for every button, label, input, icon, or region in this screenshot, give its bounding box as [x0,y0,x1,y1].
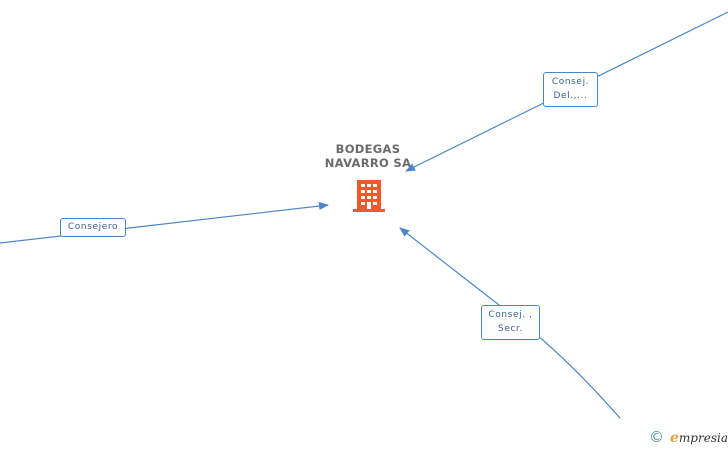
company-name-line2: NAVARRO SA [324,156,412,170]
role-box-3-line1: Consej. , [488,310,533,320]
role-box-3-line2: Secr. [498,324,523,334]
role-box-1-line2: Del.,... [553,91,588,101]
company-name-line1: BODEGAS [335,142,401,156]
role-box-1-line1: Consej. [551,77,590,87]
brand-name: mpresia [678,431,728,445]
brand-mark: e [670,430,679,446]
role-box-1[interactable]: Consej. Del.,... [543,72,598,107]
building-icon[interactable] [353,180,385,212]
role-box-2-line1: Consejero [67,222,119,232]
edge-relation-2 [0,202,329,244]
company-name[interactable]: BODEGAS NAVARRO SA [308,142,428,170]
role-box-3[interactable]: Consej. , Secr. [481,305,540,340]
brand-logo[interactable]: empresia [670,430,728,446]
role-box-2[interactable]: Consejero [60,218,126,237]
copyright-icon: © [649,428,664,446]
